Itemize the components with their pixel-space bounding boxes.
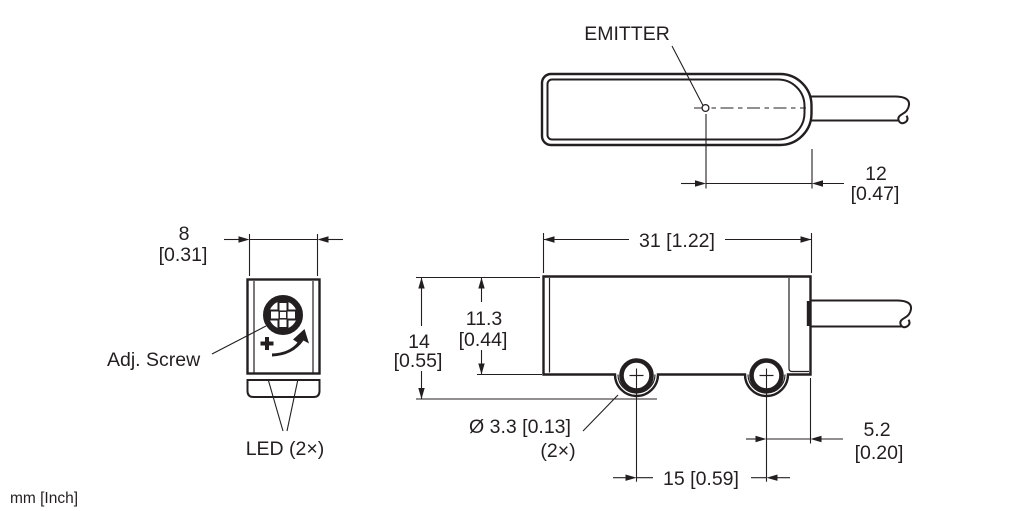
arrowhead (766, 474, 778, 481)
dim-value: 15 [0.59] (663, 468, 739, 490)
dim-width: 8 [0.31] (159, 223, 343, 276)
side-view (542, 275, 913, 398)
dim-value-inch: [0.44] (459, 329, 508, 351)
emitter-callout: EMITTER (584, 23, 704, 106)
dim-body-height: 11.3 [0.44] (459, 277, 542, 376)
adj-screw-label: Adj. Screw (107, 349, 201, 371)
arrowhead (812, 180, 823, 187)
arrowhead (418, 388, 425, 399)
arrowhead (810, 435, 822, 443)
arrowhead (695, 180, 706, 187)
dim-value-mm: 11.3 (466, 308, 503, 330)
side-view-seam-line (788, 278, 809, 373)
led-label: LED (2×) (246, 438, 325, 460)
dim-overall-height: 14 [0.55] (394, 276, 657, 400)
dim-hole-to-end: 5.2 [0.20] (746, 378, 903, 464)
hole-leader-line (582, 394, 619, 432)
adj-screw-callout: Adj. Screw (107, 325, 267, 371)
arrowhead (478, 277, 485, 289)
arrowhead (625, 474, 637, 481)
arrowhead (317, 236, 329, 243)
side-view-outline (542, 275, 812, 398)
rotation-arrow-icon (272, 329, 309, 357)
cable-top-line (811, 95, 911, 125)
top-view (540, 72, 911, 147)
arrowhead (755, 435, 767, 443)
dim-value-inch: [0.47] (851, 183, 900, 205)
dim-value: 31 [1.22] (639, 230, 715, 252)
phillips-cross (269, 301, 297, 329)
dim-hole-spacing: 15 [0.59] (613, 368, 790, 490)
dim-length: 31 [1.22] (542, 230, 813, 273)
units-note: mm [Inch] (10, 490, 78, 507)
dim-value-mm: 14 (408, 331, 430, 353)
cable-top-line (810, 299, 913, 329)
led-leader-line (267, 378, 284, 432)
led-callout: LED (2×) (246, 378, 325, 460)
arrowhead (478, 363, 485, 375)
top-view-cable (811, 95, 911, 125)
hole-diameter-callout: Ø 3.3 [0.13] (2×) (469, 394, 619, 462)
emitter-leader-line (671, 45, 704, 106)
arrowhead (418, 277, 425, 289)
dim-value-inch: [0.20] (855, 442, 904, 464)
led-leader-line (286, 378, 299, 432)
hole-dia-label: Ø 3.3 [0.13] (469, 416, 571, 438)
arrowhead (800, 236, 812, 243)
adj-screw-leader-line (211, 325, 267, 355)
hole-qty-label: (2×) (540, 440, 575, 462)
dim-value-mm: 8 (179, 223, 190, 245)
front-view-body (246, 278, 321, 375)
front-view-lens (246, 379, 321, 398)
dim-emitter-to-end: 12 [0.47] (681, 114, 899, 205)
arrowhead (238, 236, 250, 243)
top-view-outline (540, 72, 813, 147)
front-view (246, 278, 321, 398)
dim-value-inch: [0.55] (394, 350, 443, 372)
top-view-inner-line (546, 78, 806, 141)
emitter-label: EMITTER (584, 23, 670, 45)
phillips-center-square (278, 310, 288, 320)
side-view-cable (806, 299, 913, 329)
plus-direction-icon (260, 337, 274, 350)
dim-value-mm: 12 (865, 163, 887, 185)
arrowhead (543, 236, 555, 243)
dim-value-mm: 5.2 (863, 419, 890, 441)
dim-value-inch: [0.31] (159, 244, 208, 266)
emitter-dot (701, 103, 710, 113)
adjustment-screw-ring (263, 295, 303, 335)
